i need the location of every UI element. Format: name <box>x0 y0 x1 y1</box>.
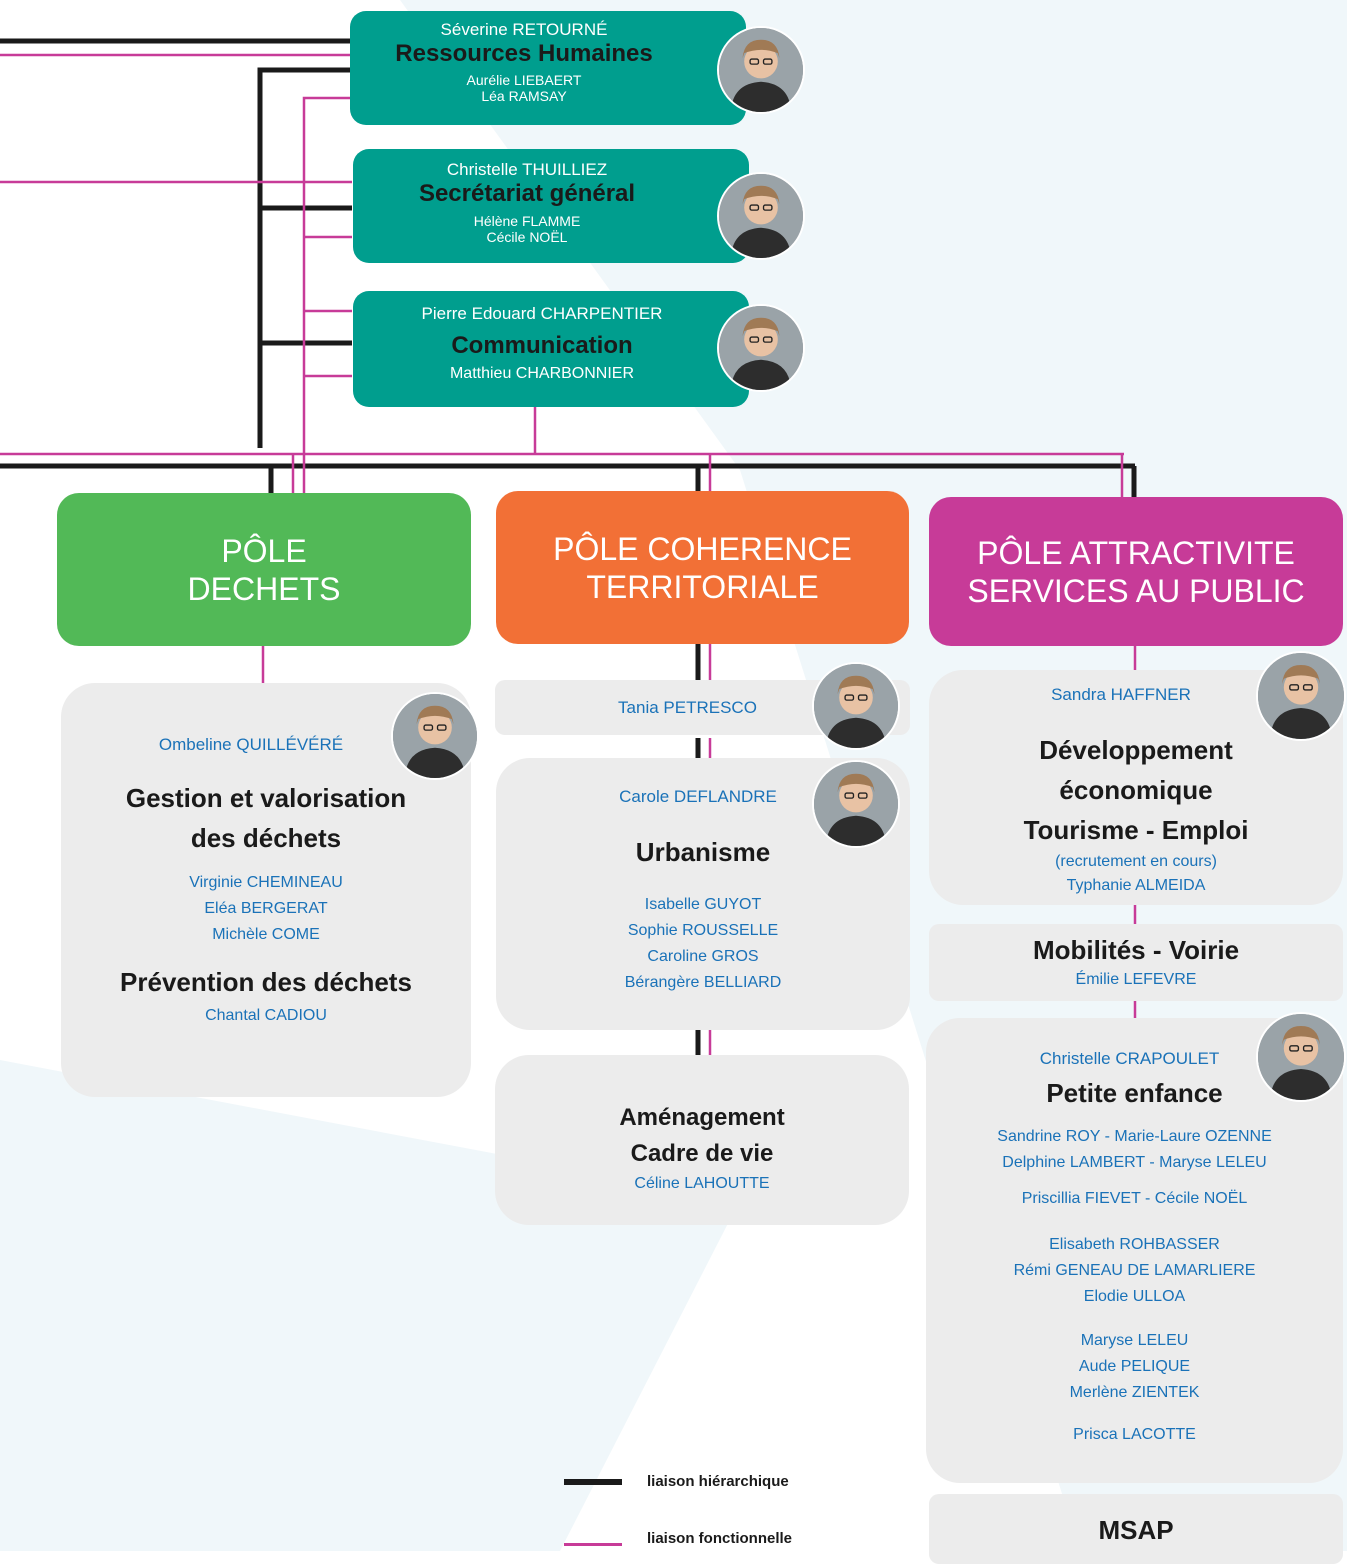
msap-title: MSAP <box>1098 1515 1174 1545</box>
secretariat-title: Secrétariat général <box>418 180 636 207</box>
dechets-lead: Ombeline QUILLÉVÉRÉ <box>158 735 344 754</box>
urbanisme-title: Urbanisme <box>635 837 771 867</box>
urbanisme-staff-2: Sophie ROUSSELLE <box>627 922 779 939</box>
secretariat-lead: Christelle THUILLIEZ <box>446 160 608 179</box>
urbanisme-lead-photo <box>812 760 900 848</box>
legend-functional-label: liaison fonctionnelle <box>647 1530 793 1547</box>
coherence-top-person-photo <box>812 662 900 750</box>
pole-attractivite-line2: SERVICES AU PUBLIC <box>967 572 1305 609</box>
dechets-staff-3: Michèle COME <box>212 926 320 943</box>
petite-staff-2a: Priscillia FIEVET - Cécile NOËL <box>1021 1190 1248 1207</box>
hr-staff-1: Aurélie LIEBAERT <box>466 72 582 88</box>
petite-enfance-lead: Christelle CRAPOULET <box>1039 1049 1220 1068</box>
communication-lead-photo <box>717 304 805 392</box>
developpement-staff: Typhanie ALMEIDA <box>1066 877 1206 894</box>
petite-enfance-lead-photo <box>1256 1012 1346 1102</box>
dechets-staff-4: Chantal CADIOU <box>205 1007 327 1024</box>
dechets-staff-2: Eléa BERGERAT <box>204 900 328 917</box>
pole-dechets-line2: DECHETS <box>187 570 341 607</box>
petite-staff-4b: Aude PELIQUE <box>1078 1358 1191 1375</box>
dechets-card: Ombeline QUILLÉVÉRÉ Gestion et valorisat… <box>61 683 471 1097</box>
mobilite-card: Mobilités - Voirie Émilie LEFEVRE <box>929 924 1343 1001</box>
secretariat-staff-2: Cécile NOËL <box>486 229 568 245</box>
communication-title: Communication <box>451 332 633 359</box>
petite-staff-1a: Sandrine ROY - Marie-Laure OZENNE <box>997 1128 1272 1145</box>
developpement-lead-photo <box>1256 651 1346 741</box>
amenagement-line1: Aménagement <box>619 1104 785 1131</box>
urbanisme-staff-1: Isabelle GUYOT <box>644 896 762 913</box>
petite-staff-3a: Elisabeth ROHBASSER <box>1049 1236 1220 1253</box>
hr-box: Séverine RETOURNÉ Ressources Humaines Au… <box>350 11 746 125</box>
pole-attractivite-line1: PÔLE ATTRACTIVITE <box>977 534 1295 571</box>
dechets-lead-photo <box>391 692 479 780</box>
urbanisme-staff-3: Caroline GROS <box>647 948 759 965</box>
dechets-service-1-line1: Gestion et valorisation <box>125 783 407 813</box>
legend-hierarchical-line <box>564 1479 622 1485</box>
petite-enfance-card: Christelle CRAPOULET Petite enfance Sand… <box>926 1018 1343 1483</box>
pole-coherence-line1: PÔLE COHERENCE <box>553 530 852 567</box>
developpement-line2: économique <box>1059 775 1213 805</box>
communication-staff-1: Matthieu CHARBONNIER <box>449 365 635 382</box>
secretariat-staff-1: Hélène FLAMME <box>473 213 581 229</box>
pole-dechets: PÔLE DECHETS <box>57 493 471 646</box>
petite-staff-1b: Delphine LAMBERT - Maryse LELEU <box>1002 1154 1267 1171</box>
legend-functional-line <box>564 1543 622 1546</box>
petite-staff-3b: Rémi GENEAU DE LAMARLIERE <box>1013 1262 1256 1279</box>
urbanisme-lead: Carole DEFLANDRE <box>619 787 777 806</box>
communication-lead: Pierre Edouard CHARPENTIER <box>421 304 663 323</box>
mobilite-staff: Émilie LEFEVRE <box>1075 971 1197 988</box>
urbanisme-staff-4: Bérangère BELLIARD <box>624 974 782 991</box>
coherence-top-person: Tania PETRESCO <box>618 698 757 717</box>
hr-lead: Séverine RETOURNÉ <box>440 20 608 39</box>
developpement-note: (recrutement en cours) <box>1055 853 1217 870</box>
dechets-staff-1: Virginie CHEMINEAU <box>189 874 343 891</box>
hr-staff-2: Léa RAMSAY <box>481 88 567 104</box>
petite-staff-4c: Merlène ZIENTEK <box>1069 1384 1200 1401</box>
amenagement-line2: Cadre de vie <box>630 1140 774 1167</box>
msap-card: MSAP <box>929 1494 1343 1564</box>
petite-staff-4a: Maryse LELEU <box>1080 1332 1189 1349</box>
mobilite-title: Mobilités - Voirie <box>1032 935 1240 965</box>
petite-enfance-title: Petite enfance <box>1046 1078 1223 1108</box>
hr-lead-photo <box>717 26 805 114</box>
amenagement-card: Aménagement Cadre de vie Céline LAHOUTTE <box>495 1055 909 1225</box>
pole-attractivite: PÔLE ATTRACTIVITE SERVICES AU PUBLIC <box>929 497 1343 646</box>
secretariat-lead-photo <box>717 172 805 260</box>
petite-staff-5a: Prisca LACOTTE <box>1073 1426 1196 1443</box>
legend-hierarchical-label: liaison hiérarchique <box>647 1473 789 1490</box>
dechets-service-2: Prévention des déchets <box>120 967 412 997</box>
pole-coherence: PÔLE COHERENCE TERRITORIALE <box>496 491 909 644</box>
amenagement-staff: Céline LAHOUTTE <box>634 1175 770 1192</box>
developpement-line1: Développement <box>1039 735 1233 765</box>
pole-coherence-line2: TERRITORIALE <box>586 568 819 605</box>
dechets-service-1-line2: des déchets <box>190 823 342 853</box>
communication-box: Pierre Edouard CHARPENTIER Communication… <box>353 291 749 407</box>
petite-staff-3c: Elodie ULLOA <box>1083 1288 1186 1305</box>
pole-dechets-line1: PÔLE <box>221 532 307 569</box>
hr-title: Ressources Humaines <box>395 40 653 67</box>
developpement-lead: Sandra HAFFNER <box>1051 685 1191 704</box>
developpement-line3: Tourisme - Emploi <box>1023 815 1249 845</box>
secretariat-box: Christelle THUILLIEZ Secrétariat général… <box>353 149 749 263</box>
